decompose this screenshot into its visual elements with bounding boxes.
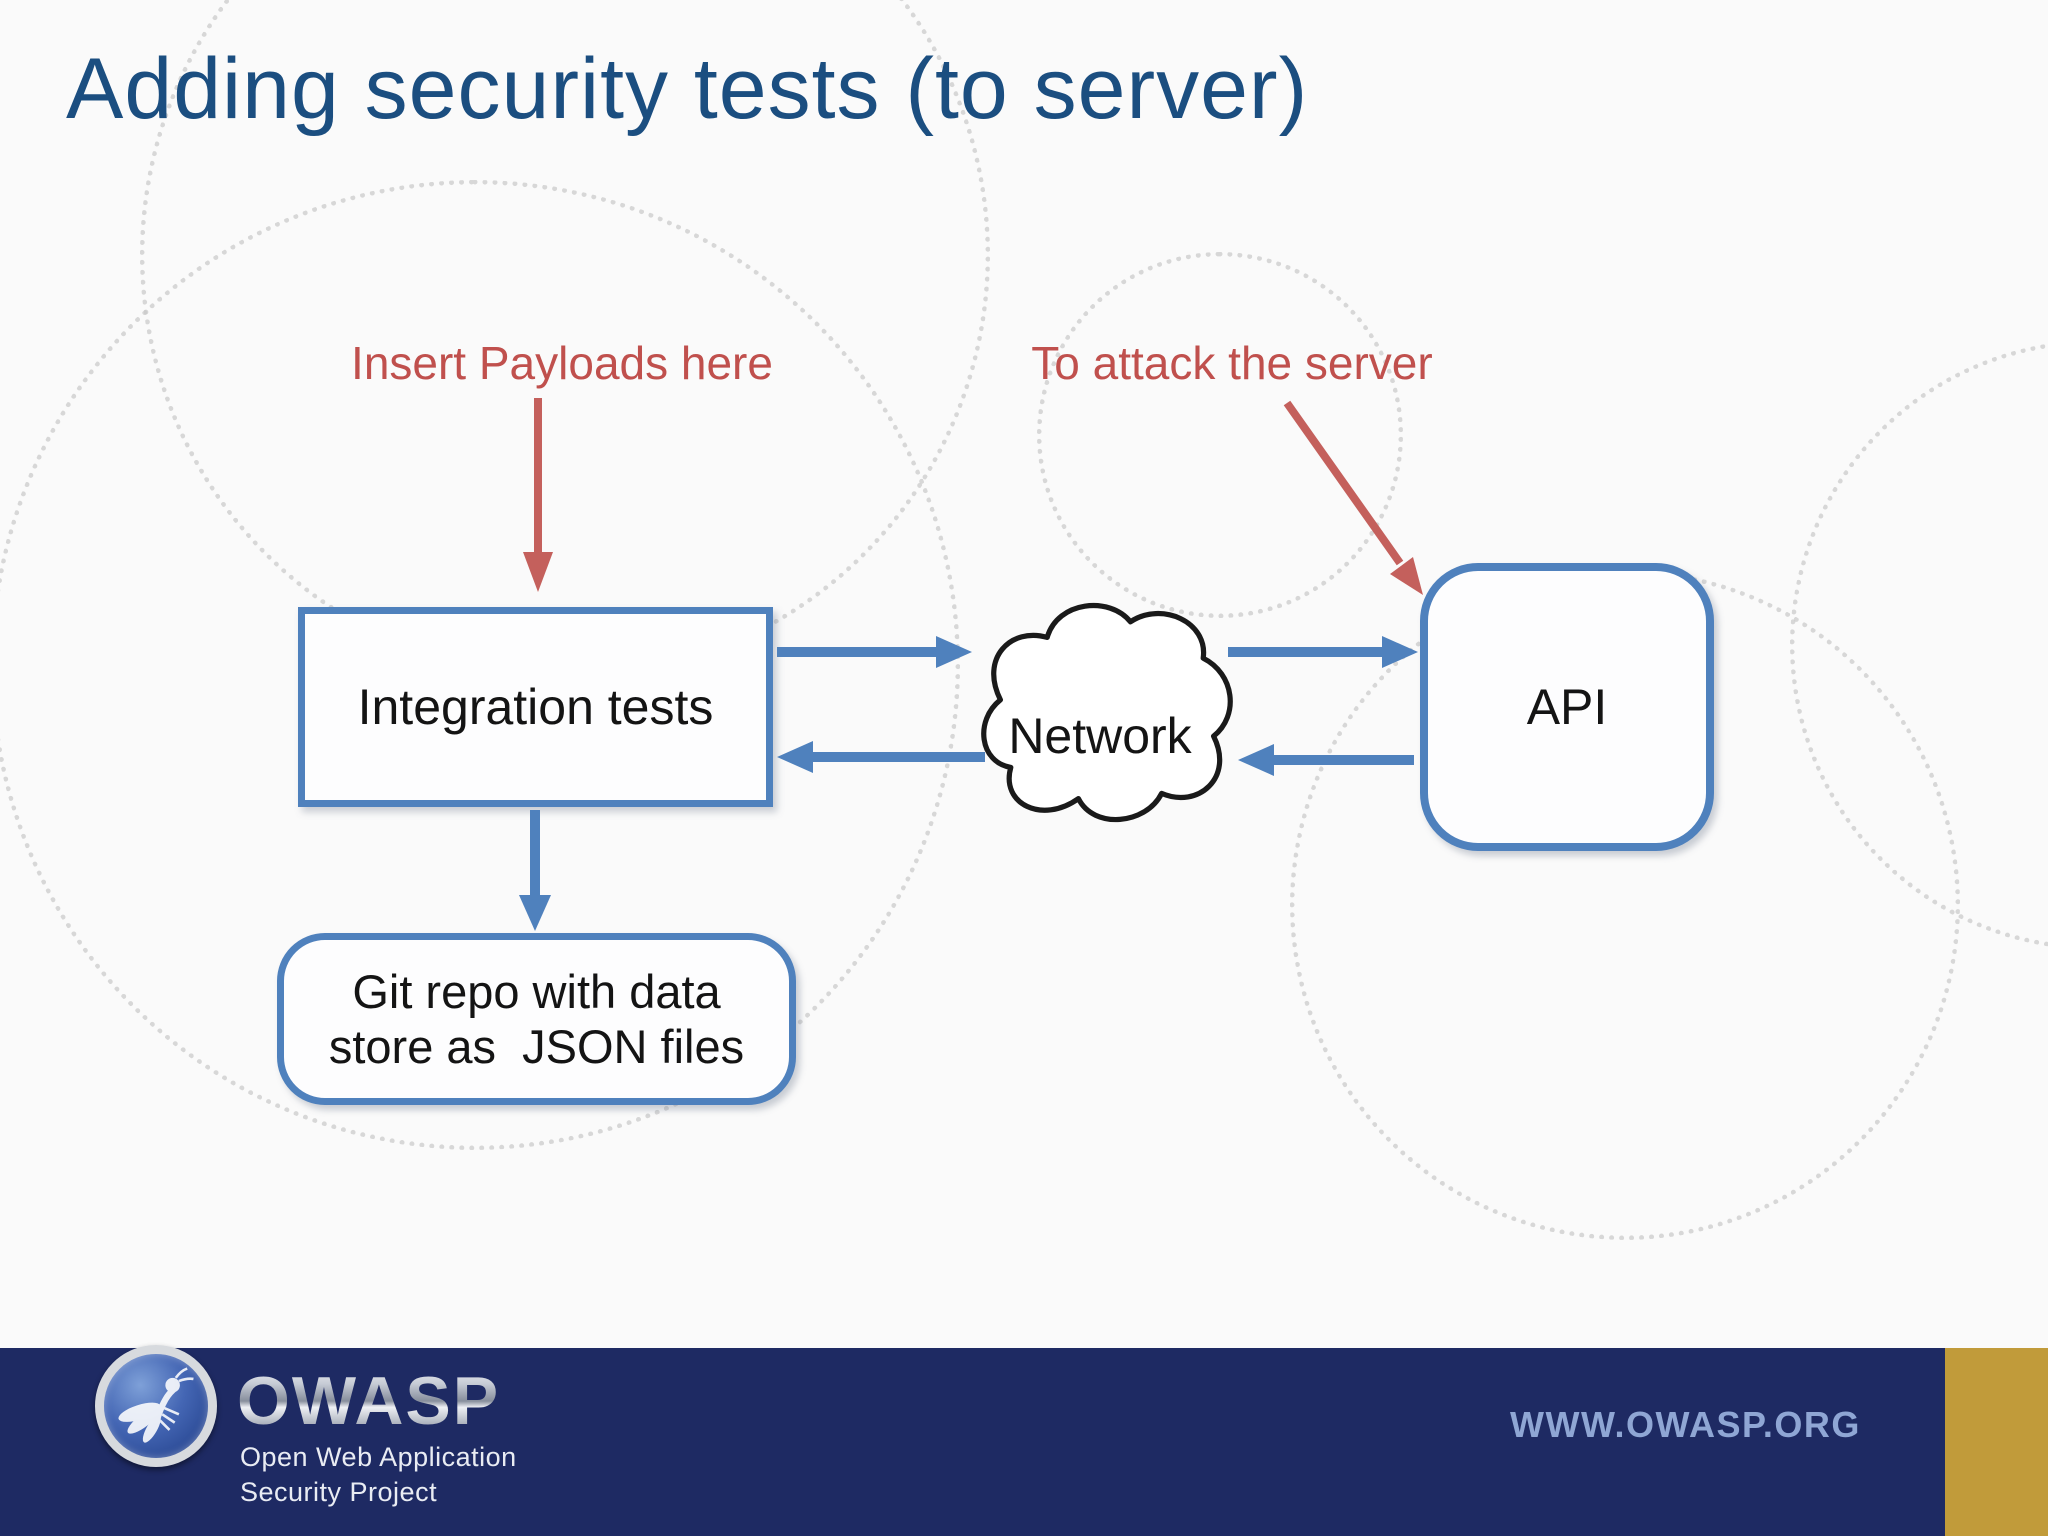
owasp-logo-icon	[95, 1345, 217, 1467]
network-label: Network	[1008, 708, 1192, 764]
git-repo-box: Git repo with data store as JSON files	[277, 933, 796, 1105]
owasp-logotype: OWASP	[237, 1363, 501, 1439]
api-label: API	[1526, 679, 1608, 735]
api-box: API	[1420, 563, 1714, 851]
owasp-logo-subtitle: Open Web Application Security Project	[240, 1442, 517, 1508]
annotation-arrowhead	[1390, 557, 1423, 595]
flow-arrowhead	[1238, 744, 1274, 776]
wasp-icon	[118, 1367, 194, 1443]
annotation-attack-server: To attack the server	[1031, 337, 1433, 389]
slide-title: Adding security tests (to server)	[66, 41, 1309, 137]
footer-gold-block	[1945, 1348, 2048, 1536]
dotted-circle-decoration	[1037, 252, 1403, 618]
owasp-website-url: WWW.OWASP.ORG	[1510, 1404, 1861, 1445]
integration-tests-box: Integration tests	[298, 607, 773, 807]
integration-tests-label: Integration tests	[357, 679, 714, 735]
git-repo-label: Git repo with data store as JSON files	[328, 964, 745, 1073]
annotation-insert-payloads: Insert Payloads here	[351, 337, 773, 389]
footer-bar	[0, 1345, 2048, 1536]
